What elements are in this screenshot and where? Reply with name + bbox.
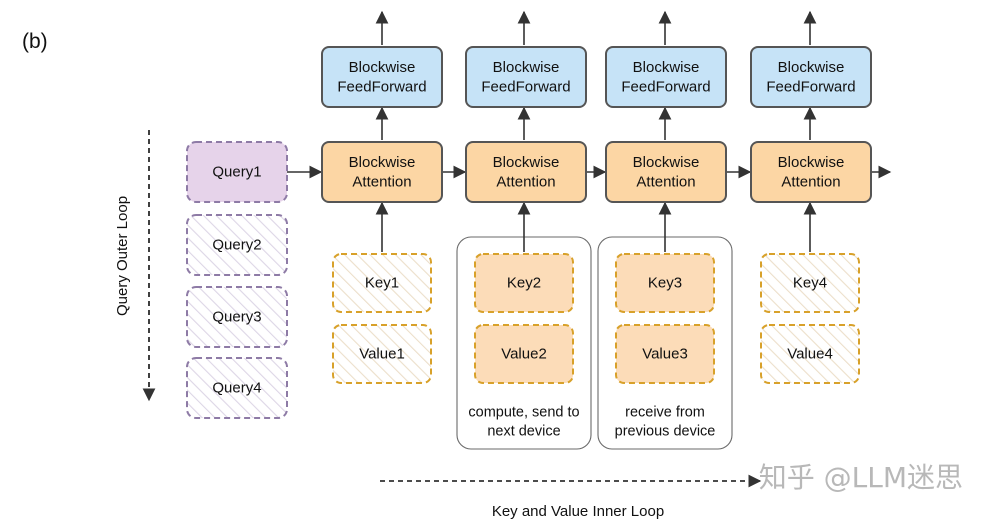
feedforward-label: FeedForward: [766, 78, 855, 95]
attention-label: Blockwise: [349, 154, 416, 171]
key-box: [474, 253, 574, 313]
watermark: 知乎 @LLM迷思: [759, 461, 963, 494]
value-box: [474, 324, 574, 384]
attention-block: [465, 141, 587, 203]
feedforward-label: Blockwise: [778, 59, 845, 76]
panel-label: (b): [22, 30, 48, 53]
attention-label: Blockwise: [633, 154, 700, 171]
block-column: BlockwiseFeedForwardBlockwiseAttentionKe…: [465, 46, 587, 384]
value-box: [332, 324, 432, 384]
value-label: Value4: [787, 346, 833, 363]
query-box: [186, 357, 288, 419]
attention-label: Attention: [496, 173, 555, 190]
value-label: Value2: [501, 346, 547, 363]
query-block: Query1: [186, 141, 288, 203]
key-label: Key3: [648, 275, 682, 292]
attention-label: Attention: [352, 173, 411, 190]
query-box: [186, 286, 288, 348]
feedforward-label: FeedForward: [337, 78, 426, 95]
inner-loop-label: Key and Value Inner Loop: [492, 503, 664, 520]
arrow-layer: [287, 10, 892, 252]
device-note: next device: [487, 423, 560, 439]
value-box: [615, 324, 715, 384]
attention-block: [321, 141, 443, 203]
feedforward-label: FeedForward: [481, 78, 570, 95]
attention-label: Attention: [636, 173, 695, 190]
query-block: Query4: [186, 357, 288, 419]
feedforward-block: [605, 46, 727, 108]
value-label: Value3: [642, 346, 688, 363]
key-label: Key4: [793, 275, 827, 292]
feedforward-label: Blockwise: [349, 59, 416, 76]
attention-label: Attention: [781, 173, 840, 190]
query-box: [186, 141, 288, 203]
attention-label: Blockwise: [778, 154, 845, 171]
feedforward-label: Blockwise: [493, 59, 560, 76]
attention-label: Blockwise: [493, 154, 560, 171]
block-column: BlockwiseFeedForwardBlockwiseAttentionKe…: [605, 46, 727, 384]
device-note: receive from: [625, 405, 705, 421]
value-box: [760, 324, 860, 384]
block-column: BlockwiseFeedForwardBlockwiseAttentionKe…: [750, 46, 872, 384]
feedforward-label: FeedForward: [621, 78, 710, 95]
query-label: Query3: [212, 309, 261, 326]
key-label: Key2: [507, 275, 541, 292]
query-block: Query2: [186, 214, 288, 276]
feedforward-label: Blockwise: [633, 59, 700, 76]
device-note: previous device: [615, 423, 716, 439]
query-box: [186, 214, 288, 276]
attention-block: [750, 141, 872, 203]
value-label: Value1: [359, 346, 405, 363]
feedforward-block: [465, 46, 587, 108]
query-block: Query3: [186, 286, 288, 348]
query-axis-label: Query Outer Loop: [114, 196, 131, 316]
key-box: [332, 253, 432, 313]
feedforward-block: [750, 46, 872, 108]
key-label: Key1: [365, 275, 399, 292]
device-note: compute, send to: [468, 405, 579, 421]
key-box: [615, 253, 715, 313]
feedforward-block: [321, 46, 443, 108]
query-label: Query2: [212, 237, 261, 254]
block-column: BlockwiseFeedForwardBlockwiseAttentionKe…: [321, 46, 443, 384]
query-label: Query4: [212, 380, 261, 397]
key-box: [760, 253, 860, 313]
attention-block: [605, 141, 727, 203]
query-label: Query1: [212, 164, 261, 181]
blockwise-columns: BlockwiseFeedForwardBlockwiseAttentionKe…: [321, 46, 872, 384]
